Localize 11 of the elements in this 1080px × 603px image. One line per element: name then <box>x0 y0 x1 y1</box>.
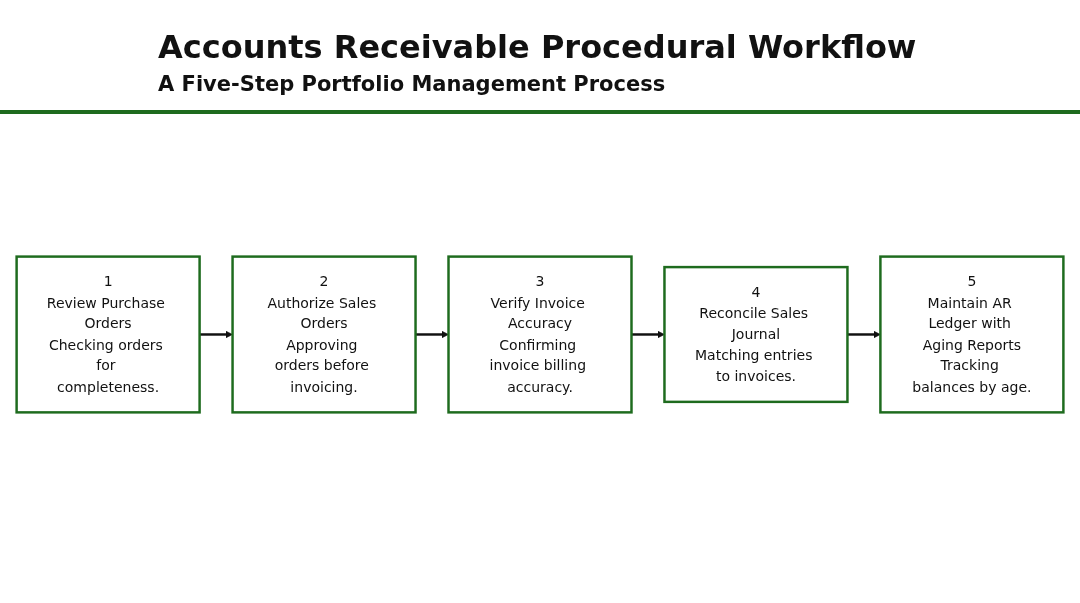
arrow <box>415 330 449 338</box>
arrow <box>631 330 665 338</box>
title: Accounts Receivable Procedural Workflow <box>158 28 918 66</box>
node-box: 5 Maintain AR Ledger with Aging Reports Tracking balances by age. <box>879 254 1065 414</box>
node-box: 3 Verify Invoice Accuracy Confirming invoice billing accuracy. <box>447 254 633 414</box>
subtitle: A Five-Step Portfolio Management Process <box>158 72 666 96</box>
arrow <box>847 330 881 338</box>
arrow <box>199 330 233 338</box>
node-box: 1 Review Purchase Orders Checking orders for completeness. <box>15 254 201 414</box>
node-box: 2 Authorize Sales Orders Approving orders before invoicing. <box>231 254 417 414</box>
node-box: 4 Reconcile Sales Journal Matching entries to invoices. <box>663 265 849 403</box>
